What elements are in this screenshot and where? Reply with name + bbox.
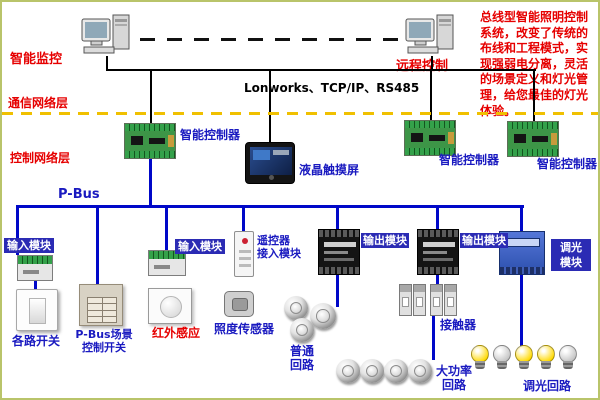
high-power-circuit-label: 大功率 回路 bbox=[436, 364, 473, 393]
contactor-icon bbox=[413, 284, 426, 316]
input-module2-badge: 输入模块 bbox=[175, 239, 225, 254]
room-switch-label: 各路开关 bbox=[12, 334, 61, 348]
connector-line bbox=[165, 205, 168, 250]
bulb-icon bbox=[470, 345, 490, 375]
layer-divider-line bbox=[2, 112, 598, 115]
connector-line bbox=[520, 275, 523, 347]
touchscreen-icon bbox=[245, 142, 295, 184]
dimmer-module-icon bbox=[499, 231, 545, 275]
connector-line bbox=[34, 281, 37, 289]
connector-line bbox=[436, 275, 439, 284]
remote-pc-label: 远程控制 bbox=[396, 59, 449, 74]
ir-sensor-icon bbox=[148, 288, 192, 324]
remote-access-module-icon bbox=[234, 231, 254, 277]
controller-board-icon bbox=[404, 120, 456, 156]
downlight-icon bbox=[384, 359, 408, 383]
bulb-icon bbox=[514, 345, 534, 375]
connector-line bbox=[242, 205, 245, 231]
bulb-icon bbox=[558, 345, 578, 375]
connector-line bbox=[431, 56, 433, 70]
backbone-bus-line bbox=[106, 69, 536, 71]
lux-sensor-label: 照度传感器 bbox=[214, 322, 275, 336]
controller1-label: 智能控制器 bbox=[180, 128, 241, 142]
input-module-icon bbox=[17, 255, 53, 281]
connector-line bbox=[436, 205, 439, 229]
control-layer-label: 控制网络层 bbox=[10, 151, 71, 165]
downlight-icon bbox=[360, 359, 384, 383]
controller-board-icon bbox=[124, 123, 176, 159]
downlight-icon bbox=[284, 296, 308, 320]
connector-line bbox=[16, 205, 19, 255]
contactor-icon bbox=[444, 284, 457, 316]
touchscreen-label: 液晶触摸屏 bbox=[299, 163, 360, 177]
downlight-icon bbox=[310, 303, 336, 329]
connector-line bbox=[96, 205, 99, 284]
pbus-label: P-Bus bbox=[58, 187, 100, 202]
output-module-icon bbox=[417, 229, 459, 275]
dimming-circuit-label: 调光回路 bbox=[523, 379, 572, 393]
scene-switch-icon bbox=[79, 284, 123, 326]
backbone-protocols-label: Lonworks、TCP/IP、RS485 bbox=[244, 81, 420, 95]
downlight-icon bbox=[408, 359, 432, 383]
communication-layer-label: 通信网络层 bbox=[8, 96, 69, 110]
ir-sensor-label: 红外感应 bbox=[152, 326, 201, 340]
remote-access-label: 遥控器 接入模块 bbox=[257, 234, 301, 260]
controller-board-icon bbox=[507, 121, 559, 157]
controller2-label: 智能控制器 bbox=[439, 153, 500, 167]
output-module-icon bbox=[318, 229, 360, 275]
pbus-bus-line bbox=[16, 205, 524, 208]
connector-line bbox=[520, 205, 523, 231]
local-pc-label: 智能监控 bbox=[10, 52, 63, 67]
expansion-dashed-line bbox=[140, 38, 398, 41]
connector-line bbox=[106, 56, 108, 70]
downlight-icon bbox=[290, 318, 314, 342]
contactor-label: 接触器 bbox=[440, 318, 477, 332]
controller3-label: 智能控制器 bbox=[537, 157, 598, 171]
desktop-computer-icon bbox=[78, 12, 138, 58]
bulb-icon bbox=[536, 345, 556, 375]
connector-line bbox=[432, 316, 435, 360]
system-description: 总线型智能照明控制系统，改变了传统的布线和工程模式，实现强弱电分离，灵活的场景定… bbox=[480, 10, 589, 118]
desktop-computer-icon bbox=[402, 12, 462, 58]
contactor-icon bbox=[399, 284, 412, 316]
connector-line bbox=[269, 69, 271, 142]
input-module1-badge: 输入模块 bbox=[4, 238, 54, 253]
bulb-icon bbox=[492, 345, 512, 375]
output-module1-badge: 输出模块 bbox=[361, 233, 409, 248]
wall-switch-icon bbox=[16, 289, 58, 331]
pbus-riser-line bbox=[149, 159, 152, 207]
input-module-icon bbox=[148, 250, 186, 276]
scene-switch-label: P-Bus场景 控制开关 bbox=[75, 328, 133, 354]
connector-line bbox=[336, 205, 339, 229]
connector-line bbox=[430, 69, 432, 120]
normal-circuit-label: 普通 回路 bbox=[290, 344, 315, 373]
lux-sensor-icon bbox=[224, 291, 254, 317]
output-module2-badge: 输出模块 bbox=[460, 233, 508, 248]
connector-line bbox=[150, 69, 152, 123]
contactor-icon bbox=[430, 284, 443, 316]
downlight-icon bbox=[336, 359, 360, 383]
dimmer-module-badge: 调光 模块 bbox=[551, 239, 591, 271]
connector-line bbox=[336, 275, 339, 307]
connector-line bbox=[533, 69, 535, 121]
